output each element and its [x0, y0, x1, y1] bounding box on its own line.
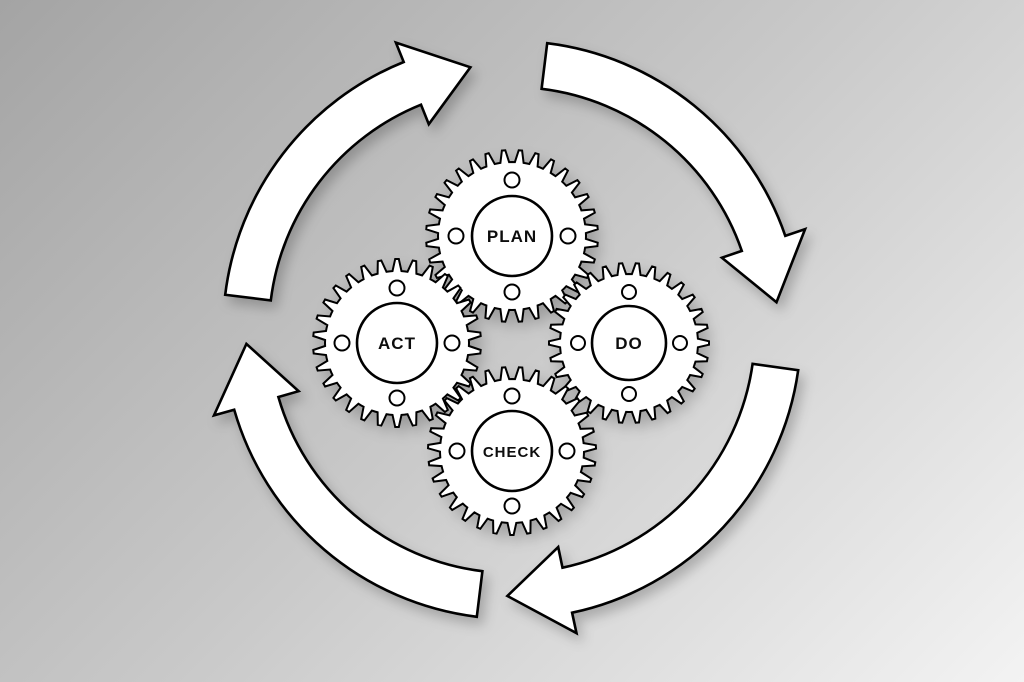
gear-do-label: DO: [615, 334, 643, 353]
gear-plan-hub: [470, 194, 554, 278]
gear-check-hub: [470, 409, 554, 493]
bolt-hole-icon: [503, 283, 521, 301]
gear-do: DO: [548, 262, 710, 424]
cycle-arrows: [211, 40, 808, 636]
bolt-hole-icon: [333, 334, 351, 352]
bolt-hole-icon: [503, 497, 521, 515]
bolt-hole-icon: [558, 442, 576, 460]
gear-check-label: CHECK: [483, 444, 541, 461]
bolt-hole-icon: [443, 334, 461, 352]
gear-plan: PLAN: [425, 149, 599, 323]
bolt-hole-icon: [447, 227, 465, 245]
bolt-hole-icon: [621, 386, 637, 402]
gear-check: CHECK: [426, 366, 598, 536]
gear-act: ACT: [312, 258, 482, 428]
bolt-hole-icon: [672, 335, 688, 351]
gear-act-hub: [355, 301, 439, 385]
cycle-arrow-east-to-south: [505, 362, 800, 636]
bolt-hole-icon: [448, 442, 466, 460]
bolt-hole-icon: [388, 279, 406, 297]
bolt-hole-icon: [559, 227, 577, 245]
gear-plan-label: PLAN: [487, 227, 537, 246]
bolt-hole-icon: [570, 335, 586, 351]
gear-do-hub: [590, 304, 668, 382]
gear-act-label: ACT: [378, 334, 416, 353]
bolt-hole-icon: [503, 387, 521, 405]
gears: PLAN DO CHECK ACT: [312, 149, 710, 536]
cycle-arrow-south-to-west: [211, 341, 484, 619]
bolt-hole-icon: [503, 171, 521, 189]
bolt-hole-icon: [388, 389, 406, 407]
bolt-hole-icon: [621, 284, 637, 300]
cycle-arrow-north-to-east: [540, 41, 808, 305]
cycle-arrow-west-to-north: [223, 40, 473, 302]
